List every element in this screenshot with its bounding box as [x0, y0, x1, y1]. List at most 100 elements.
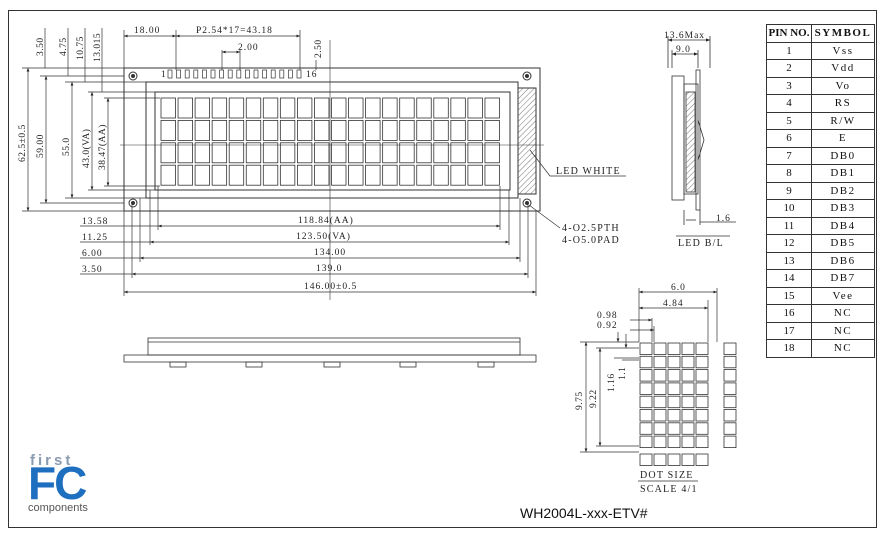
- character-cell: [399, 97, 415, 119]
- dot: [723, 382, 737, 395]
- character-cell: [262, 97, 279, 119]
- character-cell: [211, 164, 228, 186]
- character-cell: [262, 164, 279, 186]
- dot: [639, 369, 653, 382]
- pin-number-cell: 2: [766, 59, 812, 78]
- dot: [695, 395, 709, 409]
- character-cell: [450, 164, 466, 186]
- connector-pin: [210, 69, 216, 79]
- character-cell: [399, 164, 415, 186]
- character-cell: [314, 142, 330, 164]
- pin-number-cell: 4: [766, 94, 812, 113]
- pin-symbol-cell: Vdd: [811, 59, 875, 78]
- pin-number-cell: 12: [766, 234, 812, 253]
- dot-dim-484: 4.84: [663, 299, 684, 309]
- mount-hole-bl: [128, 198, 138, 208]
- hole-label-1: 4-O2.5PTH: [562, 223, 620, 234]
- pin-number-cell: 9: [766, 181, 812, 200]
- dot: [667, 355, 681, 369]
- character-cell: [348, 142, 364, 164]
- connector-pin: [219, 69, 224, 79]
- mount-hole-br: [522, 198, 532, 208]
- logo-components: components: [28, 502, 88, 514]
- character-cell: [211, 142, 228, 164]
- connector-pin: [270, 69, 276, 79]
- pin-symbol-cell: E: [811, 129, 875, 148]
- character-cell: [450, 120, 466, 141]
- pin-symbol-cell: RS: [811, 94, 875, 113]
- model-number: WH2004L-xxx-ETV#: [520, 505, 648, 521]
- dim-v-3: 55.0: [62, 137, 72, 156]
- pin-symbol-cell: DB5: [811, 234, 875, 253]
- character-cell: [296, 97, 313, 119]
- pin-number-cell: 18: [766, 339, 812, 358]
- logo-first: first: [30, 452, 74, 469]
- character-cell: [348, 97, 364, 119]
- character-cell: [296, 120, 313, 141]
- pin-number-cell: 3: [766, 76, 812, 95]
- connector-pin: [176, 69, 181, 79]
- character-cell: [160, 164, 176, 186]
- dot: [667, 435, 681, 449]
- side-dim-max: 13.6Max: [664, 31, 705, 41]
- dot: [667, 369, 681, 382]
- dot-dim-922: 9.22: [589, 389, 599, 408]
- dim-146: 146.00±0.5: [304, 282, 357, 292]
- connector-pin: [167, 69, 173, 79]
- pin-symbol-cell: DB6: [811, 251, 875, 270]
- character-cell: [177, 164, 193, 186]
- character-cell: [331, 120, 347, 141]
- pin-number-cell: 5: [766, 111, 812, 130]
- dot-size-label: DOT SIZE: [640, 470, 694, 481]
- character-cell: [194, 97, 211, 119]
- pin-number-cell: 10: [766, 199, 812, 218]
- character-cell: [331, 142, 347, 164]
- dot-dim-092: 0.92: [597, 321, 618, 331]
- side-view: [667, 36, 736, 225]
- character-cell: [314, 97, 330, 119]
- dot: [639, 382, 653, 395]
- dot: [695, 355, 709, 369]
- character-grid: [160, 97, 500, 186]
- character-cell: [450, 97, 466, 119]
- character-cell: [262, 142, 279, 164]
- dim-left-3: 10.75: [76, 36, 86, 60]
- dim-134: 134.00: [314, 248, 346, 258]
- pin-number-cell: 14: [766, 269, 812, 288]
- hole-label-2: 4-O5.0PAD: [562, 235, 620, 246]
- dim-lb-1: 13.58: [82, 217, 108, 227]
- led-white-label: LED WHITE: [556, 166, 621, 177]
- dim-aa: 118.84(AA): [298, 215, 354, 226]
- dot-dim-11: 1.1: [618, 367, 628, 380]
- dot: [639, 453, 653, 466]
- character-cell: [382, 97, 398, 119]
- dot: [639, 409, 653, 422]
- character-cell: [296, 164, 313, 186]
- character-cell: [348, 120, 364, 141]
- dot: [667, 342, 681, 355]
- dim-left-1: 3.50: [36, 37, 46, 56]
- drawing-frame: [8, 10, 877, 528]
- dot: [681, 355, 695, 369]
- dot: [681, 382, 695, 395]
- dot: [723, 355, 737, 369]
- character-cell: [484, 97, 500, 119]
- character-cell: [194, 164, 211, 186]
- dot: [667, 395, 681, 409]
- pin-symbol-cell: DB2: [811, 181, 875, 200]
- pin-symbol-cell: Vss: [811, 41, 875, 60]
- dot: [639, 395, 653, 409]
- character-cell: [365, 97, 381, 119]
- mount-hole-tl: [128, 71, 138, 81]
- dim-v-4: 43.0(VA): [81, 129, 92, 168]
